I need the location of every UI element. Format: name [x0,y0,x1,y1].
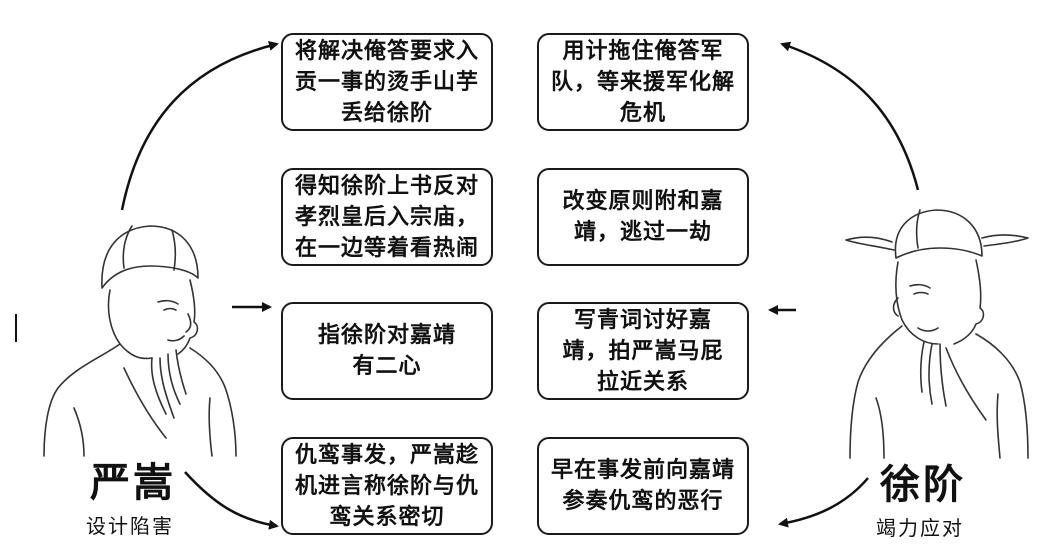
yansong-action-box-2: 得知徐阶上书反对 孝烈皇后入宗庙， 在一边等着看热闹 [281,168,493,266]
yansong-action-box-3: 指徐阶对嘉靖 有二心 [281,302,493,400]
xujie-name: 徐阶 [880,461,966,508]
xujie-response-box-2: 改变原则附和嘉 靖，逃过一劫 [537,168,749,266]
arrow-left-bottom [184,471,279,530]
xujie-response-text: 早在事发前向嘉靖 参奏仇鸾的恶行 [550,458,735,514]
xujie-response-box-1: 用计拖住俺答军 队，等来援军化解 危机 [537,33,749,131]
xujie-response-box-3: 写青词讨好嘉 靖，拍严嵩马屁 拉近关系 [537,302,749,400]
yansong-action-text: 得知徐阶上书反对 孝烈皇后入宗庙， 在一边等着看热闹 [294,173,479,261]
yansong-action-text: 将解决俺答要求入 贡一事的烫手山芋 丢给徐阶 [294,38,479,126]
xujie-role: 竭力应对 [876,516,964,540]
yansong-action-box-4: 仇鸾事发，严嵩趁 机进言称徐阶与仇 鸾关系密切 [281,437,493,535]
xujie-response-text: 写青词讨好嘉 靖，拍严嵩马屁 拉近关系 [562,307,724,395]
yansong-role: 设计陷害 [86,514,174,538]
xujie-response-text: 用计拖住俺答军 队，等来援军化解 危机 [550,38,735,126]
yansong-name: 严嵩 [90,459,176,506]
arrow-right-bottom [778,477,869,528]
yansong-action-text: 指徐阶对嘉靖 有二心 [317,323,456,379]
yansong-action-text: 仇鸾事发，严嵩趁 机进言称徐阶与仇 鸾关系密切 [294,442,479,530]
xujie-portrait-icon [845,209,1029,459]
arrow-right-top [780,41,920,191]
xujie-response-text: 改变原则附和嘉 靖，逃过一劫 [562,189,724,245]
arrow-left-top [120,41,279,211]
xujie-response-box-4: 早在事发前向嘉靖 参奏仇鸾的恶行 [537,437,749,535]
yansong-portrait-icon [43,225,237,457]
yansong-action-box-1: 将解决俺答要求入 贡一事的烫手山芋 丢给徐阶 [281,33,493,131]
